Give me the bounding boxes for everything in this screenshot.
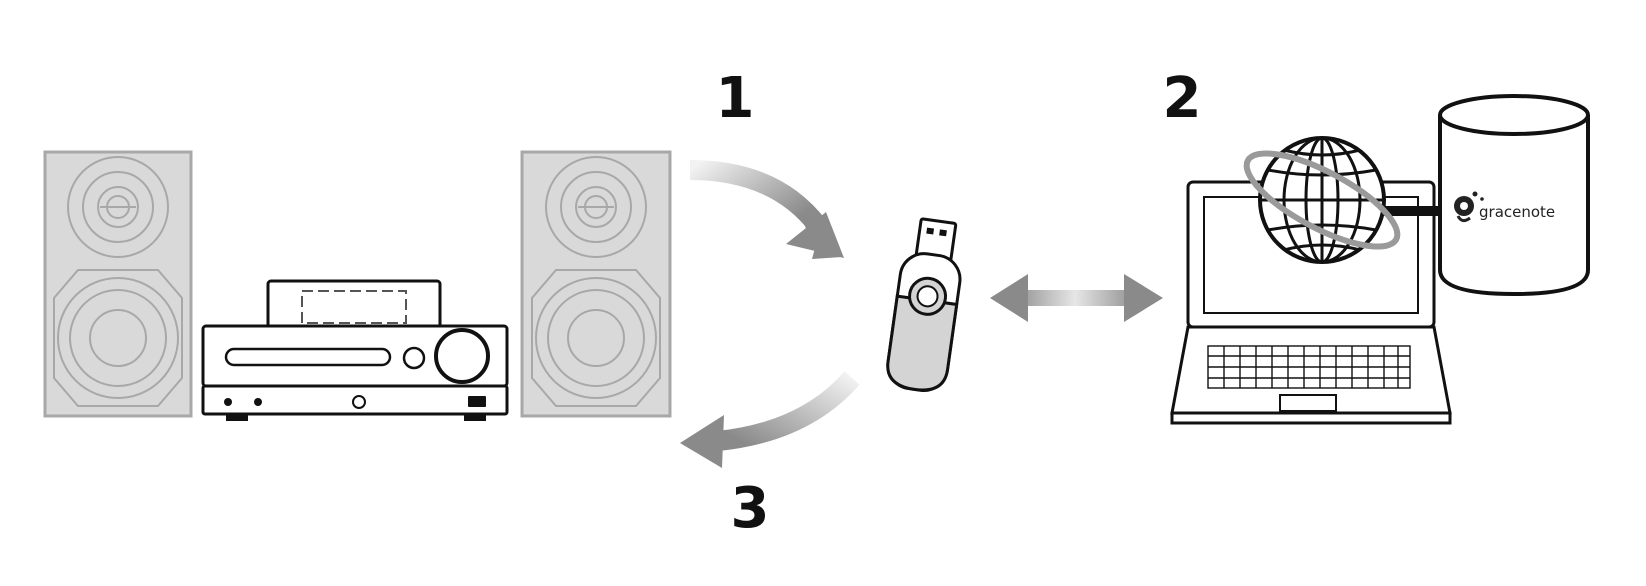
stereo-unit — [201, 279, 509, 421]
globe-icon — [1243, 136, 1401, 264]
arrow-step-1 — [689, 160, 844, 259]
step-2-label: 2 — [1163, 66, 1202, 131]
arrow-step-2-bidirectional — [990, 274, 1163, 322]
right-speaker — [520, 150, 672, 418]
laptop-keyboard — [1207, 345, 1411, 389]
usb-flash-drive-icon — [886, 217, 962, 392]
arrow-step-3 — [680, 371, 860, 468]
step-3-label: 3 — [731, 476, 770, 541]
database-brand-text: gracenote — [1479, 203, 1555, 221]
gracenote-logo — [1454, 191, 1484, 223]
step-1-label: 1 — [716, 66, 755, 131]
database-icon: gracenote — [1438, 94, 1590, 297]
globe-database-connector — [1370, 206, 1444, 216]
left-speaker — [43, 150, 193, 418]
